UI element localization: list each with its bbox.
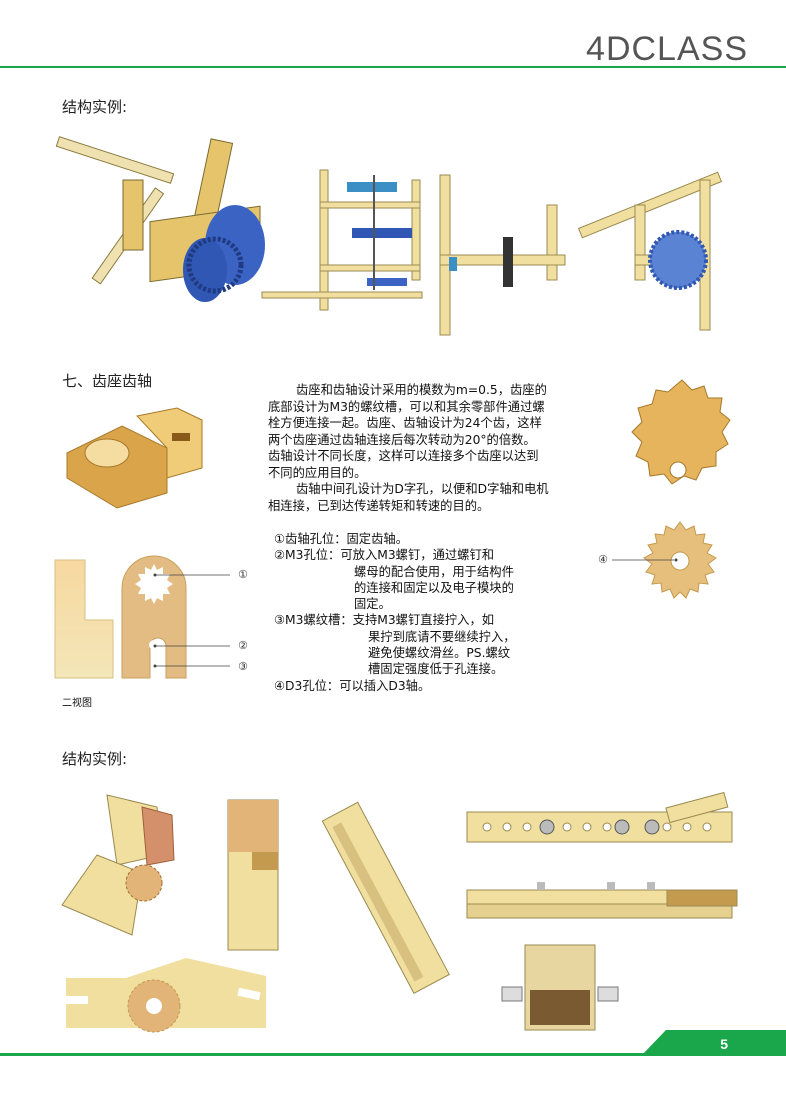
gear-shaft-3d-image xyxy=(631,379,731,485)
callout-1: ① xyxy=(238,568,248,581)
list-item: 槽固定强度低于孔连接。 xyxy=(368,662,504,677)
gear-seat-side-view xyxy=(54,559,114,679)
example-gear-seat-pair xyxy=(61,794,175,936)
section-heading-structure-examples: 结构实例: xyxy=(62,98,128,116)
example-gear-seat-flat xyxy=(66,958,266,1033)
example-bracket-end-view xyxy=(501,944,619,1031)
paragraph-line: 栓方便连接一起。齿座、齿轴设计为24个齿，这样 xyxy=(268,416,542,430)
list-item: 避免使螺纹滑丝。PS.螺纹 xyxy=(368,646,511,661)
gear-seat-3d-image xyxy=(66,407,203,509)
list-item: ④D3孔位：可以插入D3轴。 xyxy=(274,678,431,693)
paragraph-line: 不同的应用目的。 xyxy=(268,465,367,480)
page-number: 5 xyxy=(720,1036,728,1052)
structure-illustration-side-view xyxy=(439,174,566,336)
gear-description: 齿座和齿轴设计采用的模数为m=0.5，齿座的 底部设计为M3的螺纹槽，可以和其余… xyxy=(268,382,598,514)
paragraph-line: 底部设计为M3的螺纹槽，可以和其余零部件通过螺 xyxy=(268,399,545,414)
footer-rule xyxy=(0,1053,786,1056)
header-rule xyxy=(0,66,786,68)
structure-illustration-chain-gear xyxy=(55,136,265,302)
callout-2: ② xyxy=(238,639,248,652)
callout-3: ③ xyxy=(238,660,248,673)
list-item: ③M3螺纹槽：支持M3螺钉直接拧入，如 xyxy=(274,613,495,628)
section-heading-structure-examples-2: 结构实例: xyxy=(62,750,128,768)
example-side-block xyxy=(227,799,279,951)
callout-4: ④ xyxy=(598,553,608,566)
figure-caption: 二视图 xyxy=(62,698,92,709)
callout-leaders-1-3 xyxy=(153,573,230,668)
gear-shaft-front-view xyxy=(643,521,717,599)
list-item: 螺母的配合使用，用于结构件 xyxy=(354,564,514,579)
paragraph-line: 齿轴中间孔设计为D字孔，以便和D字轴和电机 xyxy=(296,482,549,496)
callout-4-leader xyxy=(612,558,678,562)
brand-logo: 4DCLASS xyxy=(586,30,748,68)
example-diagonal-beam xyxy=(321,801,450,994)
gear-seat-front-view xyxy=(121,555,187,679)
paragraph-line: 齿轴设计不同长度，这样可以连接多个齿座以达到 xyxy=(268,449,539,463)
list-item: 的连接和固定以及电子模块的 xyxy=(354,580,514,595)
structure-illustration-chain-wheel xyxy=(577,171,723,331)
section-heading-gear-seat-shaft: 七、齿座齿轴 xyxy=(62,372,153,390)
feature-list: ①齿轴孔位：固定齿轴。 ②M3孔位：可放入M3螺钉，通过螺钉和 螺母的配合使用，… xyxy=(274,531,584,694)
list-item: ②M3孔位：可放入M3螺钉，通过螺钉和 xyxy=(274,548,495,563)
page-tab xyxy=(641,1030,786,1056)
example-beam-side-view xyxy=(466,882,738,919)
structure-illustration-front-view xyxy=(261,169,423,311)
paragraph-line: 两个齿座通过齿轴连接后每次转动为20°的倍数。 xyxy=(268,432,536,447)
list-item: ①齿轴孔位：固定齿轴。 xyxy=(274,532,408,546)
example-beam-top-view xyxy=(466,791,733,843)
paragraph-line: 齿座和齿轴设计采用的模数为m=0.5，齿座的 xyxy=(296,383,547,397)
list-item: 固定。 xyxy=(354,597,391,612)
list-item: 果拧到底请不要继续拧入， xyxy=(368,629,516,644)
paragraph-line: 相连接，已到达传递转矩和转速的目的。 xyxy=(268,498,490,513)
